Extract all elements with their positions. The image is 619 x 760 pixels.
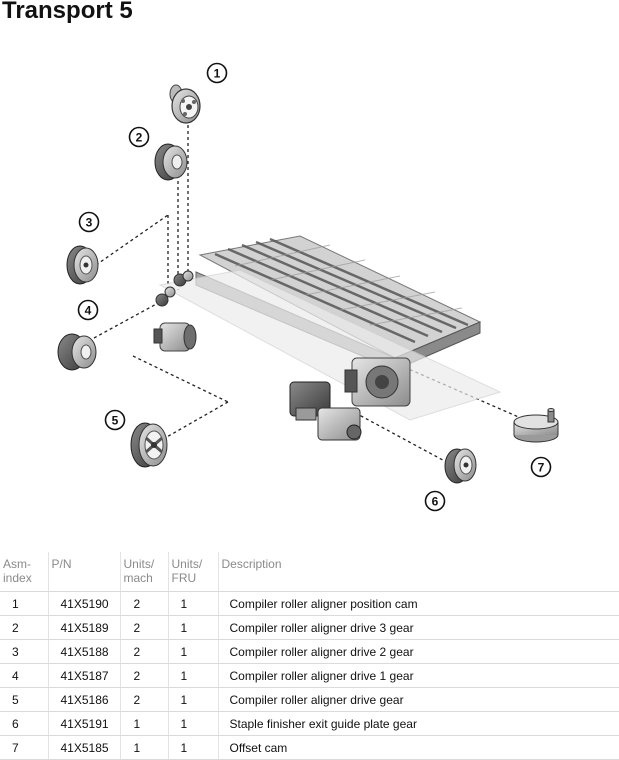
table-row: 5 41X5186 2 1 Compiler roller aligner dr… (0, 687, 619, 712)
part-3-gear (66, 245, 99, 285)
table-row: 1 41X5190 2 1 Compiler roller aligner po… (0, 591, 619, 616)
callout-2: 2 (128, 126, 150, 148)
center-motor-assembly (344, 357, 411, 407)
svg-text:6: 6 (432, 495, 439, 509)
cell-description: Compiler roller aligner drive 3 gear (218, 615, 619, 640)
cell-index: 2 (0, 615, 49, 640)
cell-units-fru: 1 (168, 615, 219, 640)
table-row: 6 41X5191 1 1 Staple finisher exit guide… (0, 711, 619, 736)
cell-index: 6 (0, 711, 49, 736)
part-7-offset-cam (513, 408, 559, 443)
header-description: Description (218, 552, 619, 592)
cell-units-mach: 2 (120, 687, 169, 712)
cell-index: 1 (0, 591, 49, 616)
page-title: Transport 5 (2, 0, 133, 24)
cell-index: 3 (0, 639, 49, 664)
part-2-gear (154, 143, 188, 181)
svg-text:3: 3 (86, 216, 93, 230)
table-row: 3 41X5188 2 1 Compiler roller aligner dr… (0, 639, 619, 664)
cell-units-fru: 1 (168, 639, 219, 664)
cell-units-fru: 1 (168, 591, 219, 616)
cell-description: Compiler roller aligner drive gear (218, 687, 619, 712)
svg-text:4: 4 (85, 304, 92, 318)
cell-units-mach: 2 (120, 663, 169, 688)
cell-units-fru: 1 (168, 711, 219, 736)
cell-units-mach: 2 (120, 639, 169, 664)
header-pn: P/N (48, 552, 121, 592)
left-motor (153, 322, 197, 352)
cell-part-number: 41X5190 (48, 591, 121, 616)
cell-description: Compiler roller aligner drive 1 gear (218, 663, 619, 688)
cell-units-mach: 2 (120, 615, 169, 640)
cell-description: Compiler roller aligner position cam (218, 591, 619, 616)
callout-4: 4 (77, 299, 99, 321)
callout-3: 3 (78, 211, 100, 233)
cell-part-number: 41X5188 (48, 639, 121, 664)
cell-index: 4 (0, 663, 49, 688)
cell-units-mach: 1 (120, 735, 169, 760)
part-5-drive-gear (130, 422, 168, 468)
cell-units-fru: 1 (168, 663, 219, 688)
cell-part-number: 41X5191 (48, 711, 121, 736)
cell-index: 5 (0, 687, 49, 712)
exploded-parts-diagram: 1 2 3 4 5 6 7 (57, 62, 559, 512)
cell-part-number: 41X5185 (48, 735, 121, 760)
part-4-gear (57, 333, 97, 371)
table-header-row: Asm- index P/N Units/ mach Units/ FRU De… (0, 552, 619, 592)
cell-units-mach: 2 (120, 591, 169, 616)
table-row: 4 41X5187 2 1 Compiler roller aligner dr… (0, 663, 619, 688)
callout-6: 6 (424, 490, 446, 512)
cell-units-fru: 1 (168, 735, 219, 760)
table-row: 2 41X5189 2 1 Compiler roller aligner dr… (0, 615, 619, 640)
svg-text:2: 2 (136, 131, 143, 145)
cell-part-number: 41X5186 (48, 687, 121, 712)
svg-text:1: 1 (214, 67, 221, 81)
svg-text:7: 7 (538, 461, 545, 475)
header-units-mach: Units/ mach (120, 552, 169, 592)
cell-description: Offset cam (218, 735, 619, 760)
cell-part-number: 41X5187 (48, 663, 121, 688)
header-units-fru: Units/ FRU (168, 552, 219, 592)
gear-cluster (155, 270, 194, 307)
cell-part-number: 41X5189 (48, 615, 121, 640)
parts-table: Asm- index P/N Units/ mach Units/ FRU De… (0, 552, 619, 760)
cell-units-fru: 1 (168, 687, 219, 712)
part-6-gear (444, 448, 477, 484)
cell-units-mach: 1 (120, 711, 169, 736)
part-1-cam (169, 84, 201, 124)
svg-text:5: 5 (112, 414, 119, 428)
callout-7: 7 (530, 456, 552, 478)
callout-1: 1 (206, 62, 228, 84)
header-asm-index: Asm- index (0, 552, 49, 592)
cell-description: Staple finisher exit guide plate gear (218, 711, 619, 736)
table-row: 7 41X5185 1 1 Offset cam (0, 735, 619, 760)
cell-description: Compiler roller aligner drive 2 gear (218, 639, 619, 664)
transport-frame (158, 235, 502, 421)
callout-5: 5 (104, 409, 126, 431)
cell-index: 7 (0, 735, 49, 760)
lower-motors (289, 381, 362, 441)
